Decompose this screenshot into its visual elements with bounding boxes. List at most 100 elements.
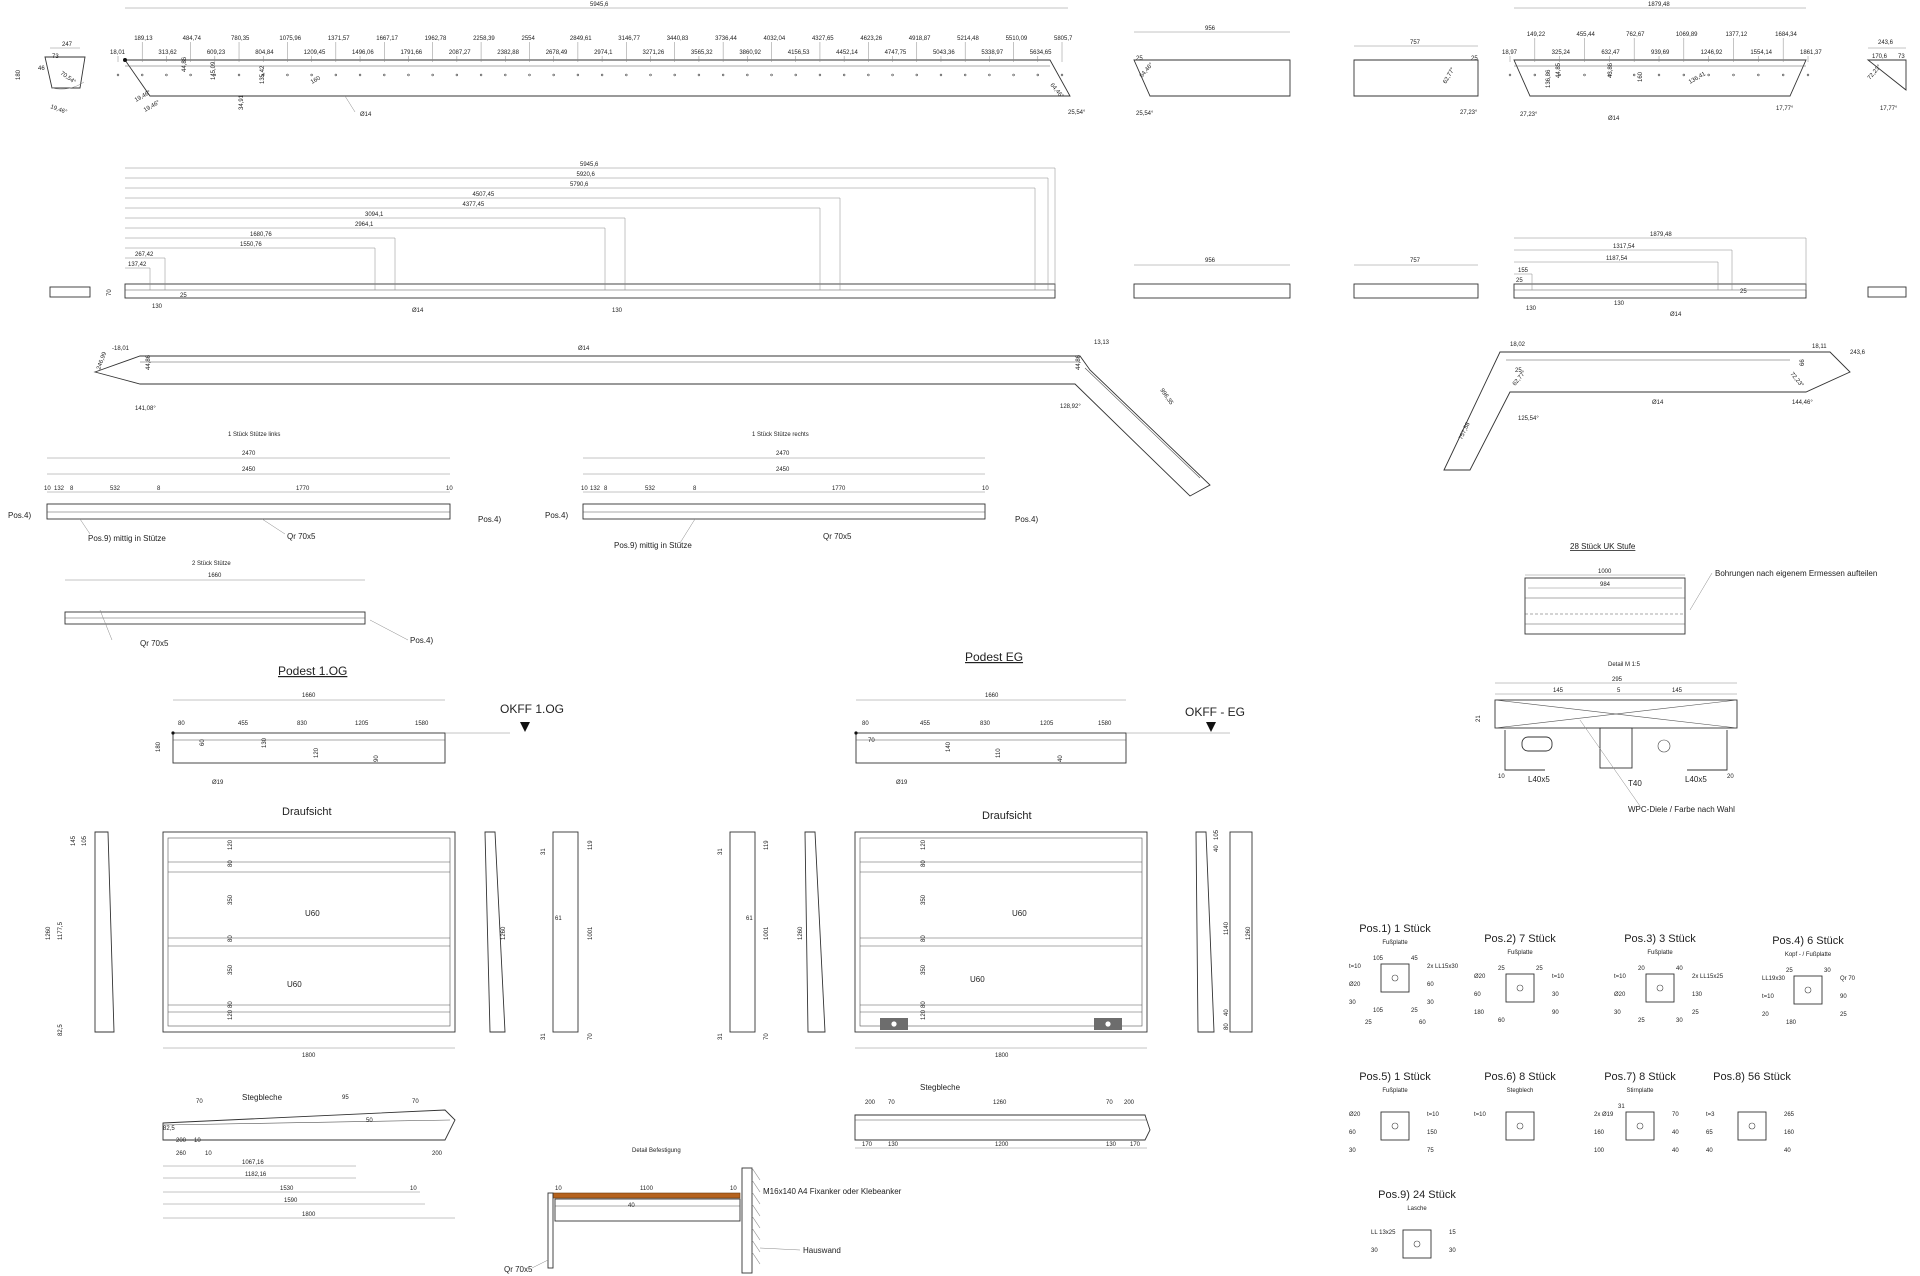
dim-label: 130: [612, 308, 623, 314]
dim-label: 130: [1614, 301, 1625, 307]
position-note: 60: [1498, 1018, 1505, 1024]
dim-label: 95: [342, 1095, 349, 1101]
plate-outline: [1380, 1111, 1410, 1141]
landing-eg: Podest EG 1660 OKFF - EG 80 455 830 1205…: [854, 650, 1245, 786]
dim-label: 160: [310, 75, 322, 86]
dim-label: 18,02: [1510, 342, 1526, 348]
dim-label: 200: [432, 1151, 443, 1157]
angle-label: 19,46°: [143, 100, 162, 114]
dim-label: 1660: [985, 693, 999, 699]
position-note: 105: [1373, 1008, 1384, 1014]
dim-label: 1001: [588, 926, 594, 940]
dim-label: 70: [868, 738, 875, 744]
segment-dim: 956: [1205, 258, 1216, 264]
callout-anchor: M16x140 A4 Fixanker oder Klebeanker: [763, 1187, 902, 1196]
bolt-hole: [576, 73, 580, 77]
dim-label: 60: [200, 739, 206, 746]
position-note: t=10: [1614, 974, 1627, 980]
position-note: Ø20: [1614, 992, 1626, 998]
plate-outline: [1737, 1111, 1767, 1141]
position-label: 939,69: [1651, 50, 1670, 56]
position-note: 2x LL15x30: [1427, 964, 1459, 970]
dim-label: 136,86: [1546, 69, 1552, 88]
position-subtitle: Stegblech: [1507, 1088, 1534, 1094]
section-title: Podest 1.OG: [278, 664, 347, 678]
stringer-3d-right: 18,02 757,58 25 18,11 243,6 66 Ø14 62,77…: [1443, 342, 1866, 471]
bolt-hole: [1682, 73, 1686, 77]
dim-label: 70: [888, 1100, 895, 1106]
callout-profile: Qr 70x5: [287, 532, 316, 541]
level-label: OKFF 1.OG: [500, 702, 564, 716]
position-note: 2x LL15x25: [1692, 974, 1724, 980]
dim-label: 170,6: [1872, 54, 1888, 60]
position-note: 40: [1784, 1148, 1791, 1154]
position-note: 30: [1349, 1000, 1356, 1006]
dim-label: 1770: [832, 486, 846, 492]
dim-label: 13,13: [1094, 340, 1110, 346]
position-label: 609,23: [207, 50, 226, 56]
hole-dia-label: Ø14: [1670, 312, 1682, 318]
position-label: 2974,1: [594, 50, 613, 56]
dim-label: 532: [645, 486, 656, 492]
dim-label: 10: [194, 1138, 201, 1144]
angle-label: 125,54°: [1518, 416, 1539, 422]
bolt-hole: [1732, 73, 1735, 77]
dim-label: 160: [1638, 71, 1644, 82]
position-note: 265: [1784, 1112, 1795, 1118]
profile-label: U60: [305, 909, 320, 918]
position-subtitle: Fußplatte: [1647, 950, 1673, 956]
dim-label: 43,86: [1608, 62, 1614, 78]
position-label: 4623,26: [860, 36, 882, 42]
hole-dia-label: Ø19: [896, 780, 908, 786]
landing-og: Podest 1.OG 1660 OKFF 1.OG 80 455 830 12…: [156, 664, 564, 786]
hole-dia-label: Ø19: [212, 780, 224, 786]
bolt-hole: [1391, 974, 1399, 982]
position-note: 65: [1706, 1130, 1713, 1136]
plan-eg: Draufsicht 31 119 61 1260 1001 31 70 120…: [718, 810, 1253, 1059]
position-label: 4452,14: [836, 50, 858, 56]
dim-label: 1800: [995, 1053, 1009, 1059]
position-label: 1246,92: [1701, 50, 1723, 56]
position-label: 1791,66: [400, 50, 422, 56]
position-note: t=10: [1427, 1112, 1440, 1118]
position-label: 1554,14: [1750, 50, 1772, 56]
hole-dia-label: Ø14: [1652, 400, 1664, 406]
position-note: 40: [1672, 1148, 1679, 1154]
dim-label: 40: [1224, 1009, 1230, 1016]
stacked-dims: 5945,65920,65790,64507,454377,453094,129…: [125, 162, 1056, 290]
profile-label: U60: [287, 980, 302, 989]
dim-label: 8: [604, 486, 608, 492]
dim-label: 5790,6: [570, 182, 589, 188]
bolt-hole: [1636, 1122, 1644, 1130]
dim-label: 18,11: [1812, 344, 1827, 350]
bolt-hole: [1508, 73, 1512, 77]
dim-label: 757: [1410, 40, 1421, 46]
bolt-hole: [891, 73, 894, 77]
angle-label: 19,46°: [134, 90, 153, 104]
dim-label: 10: [205, 1151, 212, 1157]
position-note: 160: [1594, 1130, 1605, 1136]
position-note: 70: [1672, 1112, 1679, 1118]
bolt-hole: [770, 73, 773, 77]
segment-dim: 956: [1205, 26, 1216, 32]
dim-label: 1205: [355, 721, 369, 727]
dim-label: 130: [1526, 306, 1537, 312]
dim-label: 5920,6: [577, 172, 596, 178]
support-left: 1 Stück Stütze links 2470 2450 10 132 8 …: [8, 432, 501, 543]
bolt-hole: [1757, 73, 1760, 77]
position-note: 45: [1411, 956, 1418, 962]
position-note: 25: [1840, 1012, 1847, 1018]
dim-label: 130: [1106, 1142, 1117, 1148]
dim-label: 80: [862, 721, 869, 727]
dim-label: 70: [764, 1033, 770, 1040]
section-title: Draufsicht: [282, 806, 332, 818]
position-note: 30: [1614, 1010, 1621, 1016]
dim-label: 1879,48: [1650, 232, 1672, 238]
dim-label: 267,42: [135, 252, 154, 258]
dim-label: 31: [541, 1033, 547, 1040]
view-title: 1 Stück Stütze rechts: [752, 432, 809, 438]
